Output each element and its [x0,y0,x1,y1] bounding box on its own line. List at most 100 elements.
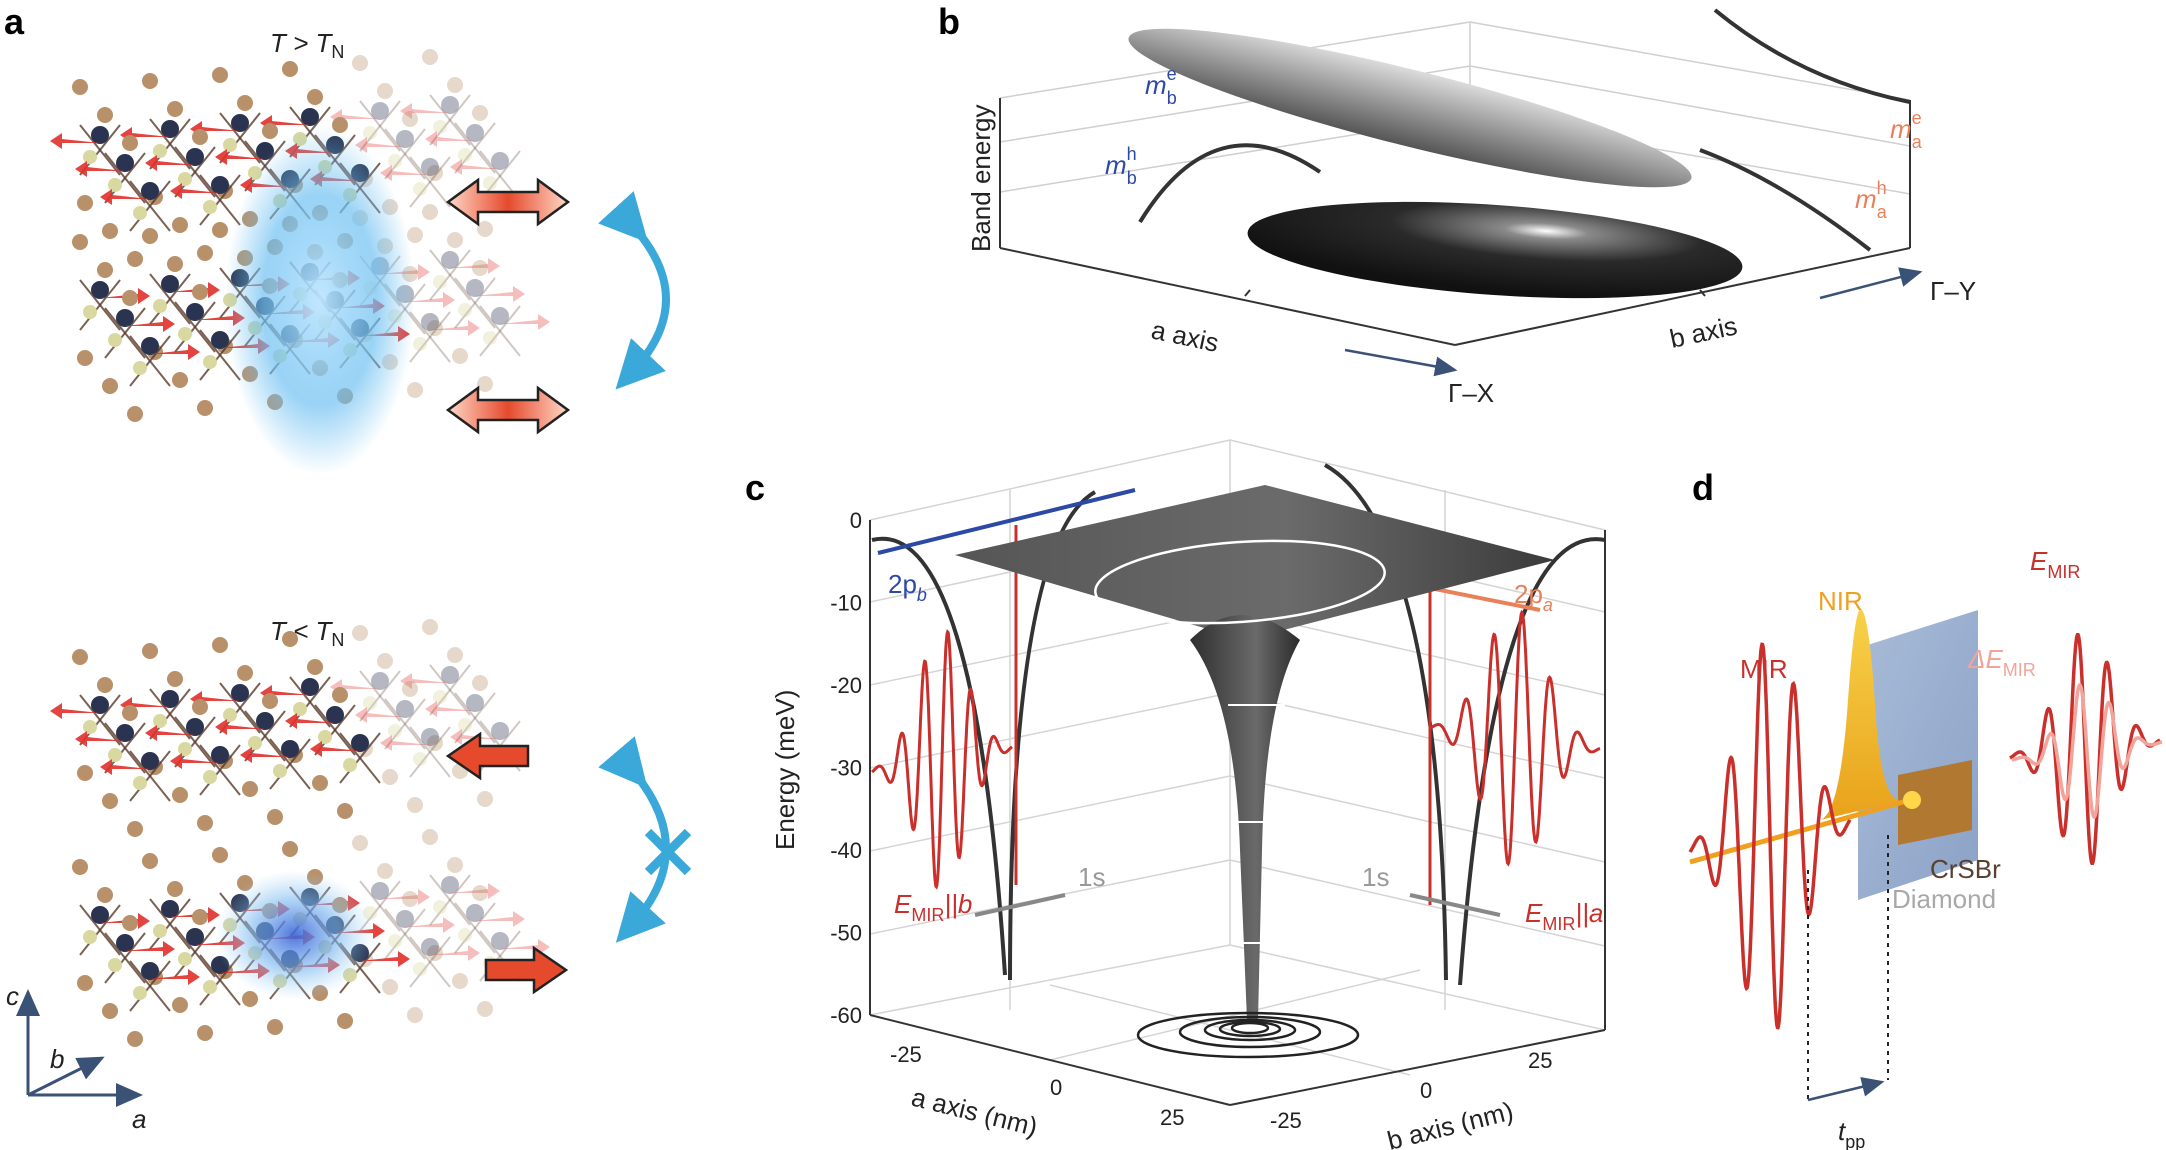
m-e-a-sup: e [1912,108,1922,128]
m-h-a-sub: a [1877,202,1888,222]
label-1s-left: 1s [1078,862,1105,892]
left-arrow-bottom [445,731,530,781]
panel-c-label: c [745,467,765,508]
crystal-axes: c b a [6,981,146,1134]
delta-emir-wave [2011,683,2163,819]
double-arrow-top-2 [445,385,571,435]
nir-label: NIR [1818,586,1863,616]
ztick-1: 0 [1420,1078,1432,1103]
gamma-y-label: Γ–Y [1930,276,1976,306]
label-emir-a-tail: ||a [1575,898,1603,928]
emir-a-wavepacket [1429,609,1601,867]
bottom-condition-sub: N [331,630,344,650]
axis-b-label: b [50,1044,64,1074]
label-2pa-main: 2p [1514,579,1543,609]
gamma-y-arrow [1819,267,1923,300]
panel-d: d MIR NIR EMIR ΔEMIR CrSBr Diamond tpp [1688,467,2163,1150]
m-e-a-sub: a [1912,132,1923,152]
top-condition: T > TN [270,28,344,62]
level-1s-right [1409,893,1501,917]
c-a-axis-label: a axis (nm) [909,1082,1041,1142]
energy-tick-4: -40 [830,838,862,863]
emir-transmitted-wave [2009,632,2161,866]
emir-label-main: E [2030,546,2048,576]
funnel-contour-rings [1228,704,1285,944]
label-emir-b: EMIR||b [894,889,972,925]
top-condition-sub: N [331,42,344,62]
emir-label-sub: MIR [2047,562,2080,582]
interlayer-coupling-arrow [598,191,670,390]
label-emir-b-sub: MIR [911,905,944,925]
label-2pa-sub: a [1543,595,1553,615]
panel-c-axes [869,520,1606,1106]
delta-emir-sub: MIR [2003,660,2036,680]
gamma-x-arrow [1344,348,1458,377]
bottom-condition: T < TN [270,616,344,650]
floor-contours [1136,1011,1360,1059]
energy-tick-5: -50 [830,921,862,946]
double-arrow-top-1 [445,177,571,227]
axis-a-label: a [132,1104,146,1134]
delta-emir-main: ΔE [1967,644,2003,674]
b-b-axis-label: b axis [1667,310,1740,353]
bottom-condition-text: T < T [270,616,334,646]
energy-tick-6: -60 [830,1003,862,1028]
mir-incident-wave [1688,642,1852,1030]
tpp-label: tpp [1838,1116,1865,1150]
label-emir-a: EMIR||a [1525,898,1603,934]
ztick-0: -25 [1270,1108,1302,1133]
cross-icon [644,828,692,876]
potential-funnel [1190,615,1300,1020]
diamond-label: Diamond [1892,884,1996,914]
delta-emir-label: ΔEMIR [1967,644,2036,680]
m-e-b-main: m [1145,70,1167,100]
white-contour-ellipse [1094,539,1386,625]
emir-label: EMIR [2030,546,2080,582]
panel-a: a T > TN T < TN [4,1,692,1134]
energy-tick-0: 0 [850,508,862,533]
tpp-main: t [1838,1116,1847,1146]
top-condition-text: T > T [270,28,334,58]
emir-b-wavepacket [871,629,1013,890]
probe-beam [1689,797,1911,865]
right-arrow-bottom [484,945,569,995]
m-h-a-main: m [1855,184,1877,214]
nir-pulse [1820,609,1905,820]
panel-c: c Energy ( [745,439,1606,1150]
label-2pb-sub: b [917,585,927,605]
label-emir-a-main: E [1525,898,1543,928]
label-2pa: 2pa [1514,579,1553,615]
xtick-2: 25 [1160,1105,1184,1130]
m-e-b-sub: b [1167,88,1177,108]
focus-spot [1903,791,1921,809]
m-e-a-main: m [1890,114,1912,144]
level-1s-left [974,893,1066,917]
tpp-sub: pp [1845,1132,1865,1150]
m-h-b-main: m [1105,150,1127,180]
energy-tick-1: -10 [830,591,862,616]
energy-axis-label: Energy (meV) [770,690,800,850]
panel-b: b Band energy a axis b axis Γ–X Γ–Y [938,1,1976,408]
exciton-glow-bottom [215,870,375,1000]
band-energy-label: Band energy [966,105,996,252]
crsbr-sample [1898,760,1972,845]
label-emir-b-tail: ||b [944,889,972,919]
m-e-b-sup: e [1167,64,1177,84]
crsbr-label: CrSBr [1930,854,2001,884]
panel-a-label: a [4,1,25,42]
m-h-a-sup: h [1877,178,1887,198]
energy-tick-3: -30 [830,756,862,781]
energy-tick-2: -20 [830,673,862,698]
panel-c-side-curves [871,463,1606,986]
label-2pb-main: 2p [888,569,917,599]
m-h-b-sup: h [1127,144,1137,164]
ztick-2: 25 [1528,1048,1552,1073]
tpp-arrow [1807,1077,1885,1102]
energy-ticks: 0 -10 -20 -30 -40 -50 -60 [830,508,862,1028]
xtick-1: 0 [1050,1075,1062,1100]
